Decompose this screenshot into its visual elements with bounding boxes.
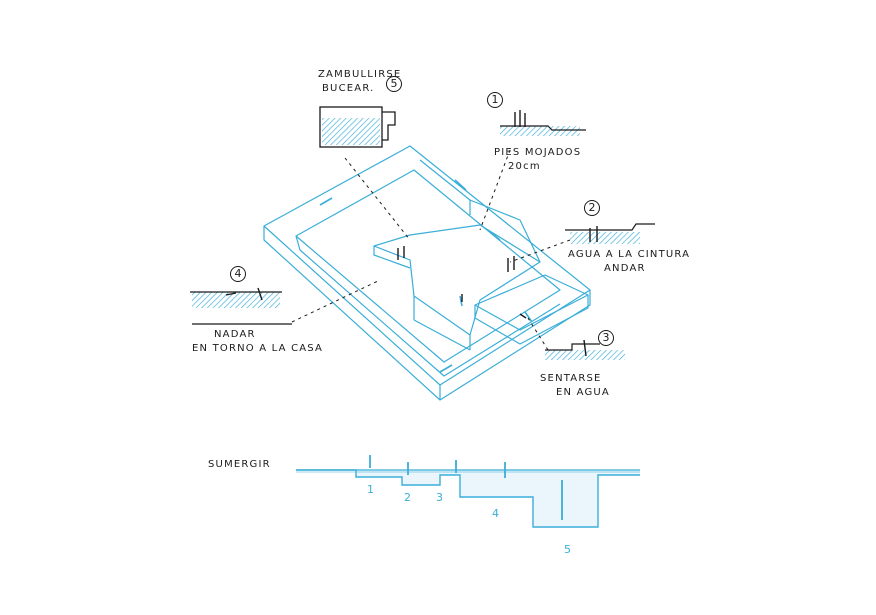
section-marker-5: 5	[564, 543, 571, 556]
label-20cm: 20cm	[508, 161, 541, 172]
leader-lines	[291, 149, 571, 351]
number-2-marker: 2	[584, 200, 600, 216]
vignette-zambullirse	[319, 106, 396, 148]
section-marker-1: 1	[367, 483, 374, 496]
number-1-marker: 1	[487, 92, 503, 108]
label-nadar: NADAR	[214, 329, 256, 340]
label-sumergir: SUMERGIR	[208, 459, 271, 470]
label-en-agua: EN AGUA	[556, 387, 610, 398]
number-4-marker: 4	[230, 266, 246, 282]
vignette-pies-mojados	[500, 110, 586, 136]
vignette-nadar	[190, 287, 292, 325]
section-marker-4: 4	[492, 507, 499, 520]
water-strokes	[319, 179, 533, 373]
number-5-marker: 5	[386, 76, 402, 92]
figures	[397, 246, 527, 319]
vignette-agua-cintura	[565, 223, 655, 244]
vignette-sentarse	[545, 339, 625, 360]
label-agua-cintura: AGUA A LA CINTURA	[568, 249, 691, 260]
house-volume	[373, 224, 541, 336]
label-sentarse: SENTARSE	[540, 373, 602, 384]
pool-axonometric	[263, 145, 591, 401]
section-marker-3: 3	[436, 491, 443, 504]
label-bucear: BUCEAR.	[322, 83, 375, 94]
label-zambullirse: ZAMBULLIRSE	[318, 69, 402, 80]
label-pies-mojados: PIES MOJADOS	[494, 147, 582, 158]
label-en-torno: EN TORNO A LA CASA	[192, 343, 324, 354]
pool-inner-edge	[295, 169, 561, 363]
number-3-marker: 3	[598, 330, 614, 346]
section-profile	[296, 455, 640, 528]
label-andar: ANDAR	[604, 263, 646, 274]
section-marker-2: 2	[404, 491, 411, 504]
